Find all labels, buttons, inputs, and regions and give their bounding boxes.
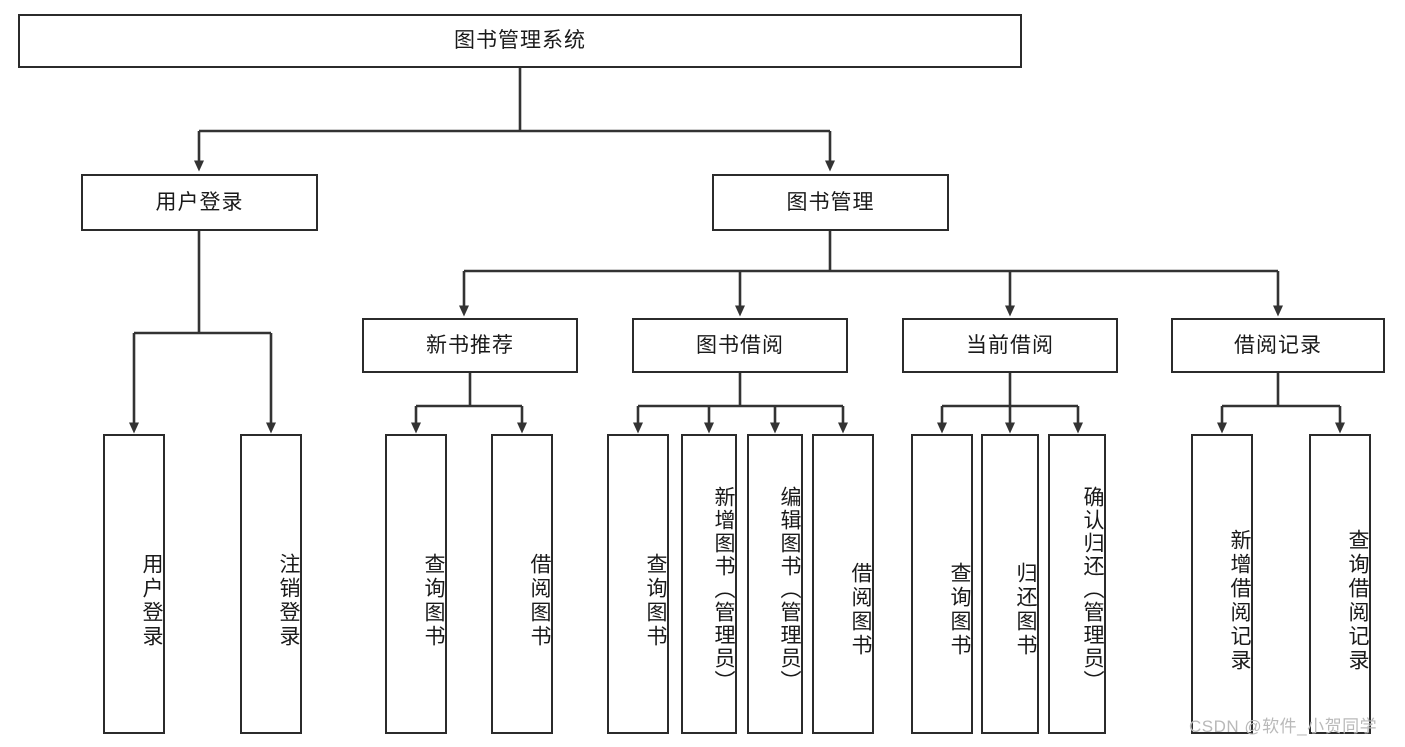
leaf-borrow-add-book-admin[interactable]: 新增图书（管理员） — [681, 434, 737, 734]
node-book-borrow[interactable]: 图书借阅 — [632, 318, 848, 373]
node-current-borrow[interactable]: 当前借阅 — [902, 318, 1118, 373]
leaf-current-confirm-return-admin[interactable]: 确认归还（管理员） — [1048, 434, 1106, 734]
leaf-borrow-edit-book-admin[interactable]: 编辑图书（管理员） — [747, 434, 803, 734]
node-user-login[interactable]: 用户登录 — [81, 174, 318, 231]
leaf-borrow-query-book[interactable]: 查询图书 — [607, 434, 669, 734]
leaf-current-return-book[interactable]: 归还图书 — [981, 434, 1039, 734]
leaf-record-add-borrow-record[interactable]: 新增借阅记录 — [1191, 434, 1253, 734]
node-root-library-system[interactable]: 图书管理系统 — [18, 14, 1022, 68]
leaf-user-login-signin[interactable]: 用户登录 — [103, 434, 165, 734]
leaf-record-query-borrow-record[interactable]: 查询借阅记录 — [1309, 434, 1371, 734]
node-new-book-recommend[interactable]: 新书推荐 — [362, 318, 578, 373]
leaf-current-query-book[interactable]: 查询图书 — [911, 434, 973, 734]
node-borrow-record[interactable]: 借阅记录 — [1171, 318, 1385, 373]
leaf-newbook-borrow-book[interactable]: 借阅图书 — [491, 434, 553, 734]
leaf-borrow-borrow-book[interactable]: 借阅图书 — [812, 434, 874, 734]
node-book-management[interactable]: 图书管理 — [712, 174, 949, 231]
csdn-watermark: CSDN @软件_小贺同学 — [1189, 717, 1378, 736]
leaf-newbook-query-book[interactable]: 查询图书 — [385, 434, 447, 734]
leaf-user-login-signout[interactable]: 注销登录 — [240, 434, 302, 734]
